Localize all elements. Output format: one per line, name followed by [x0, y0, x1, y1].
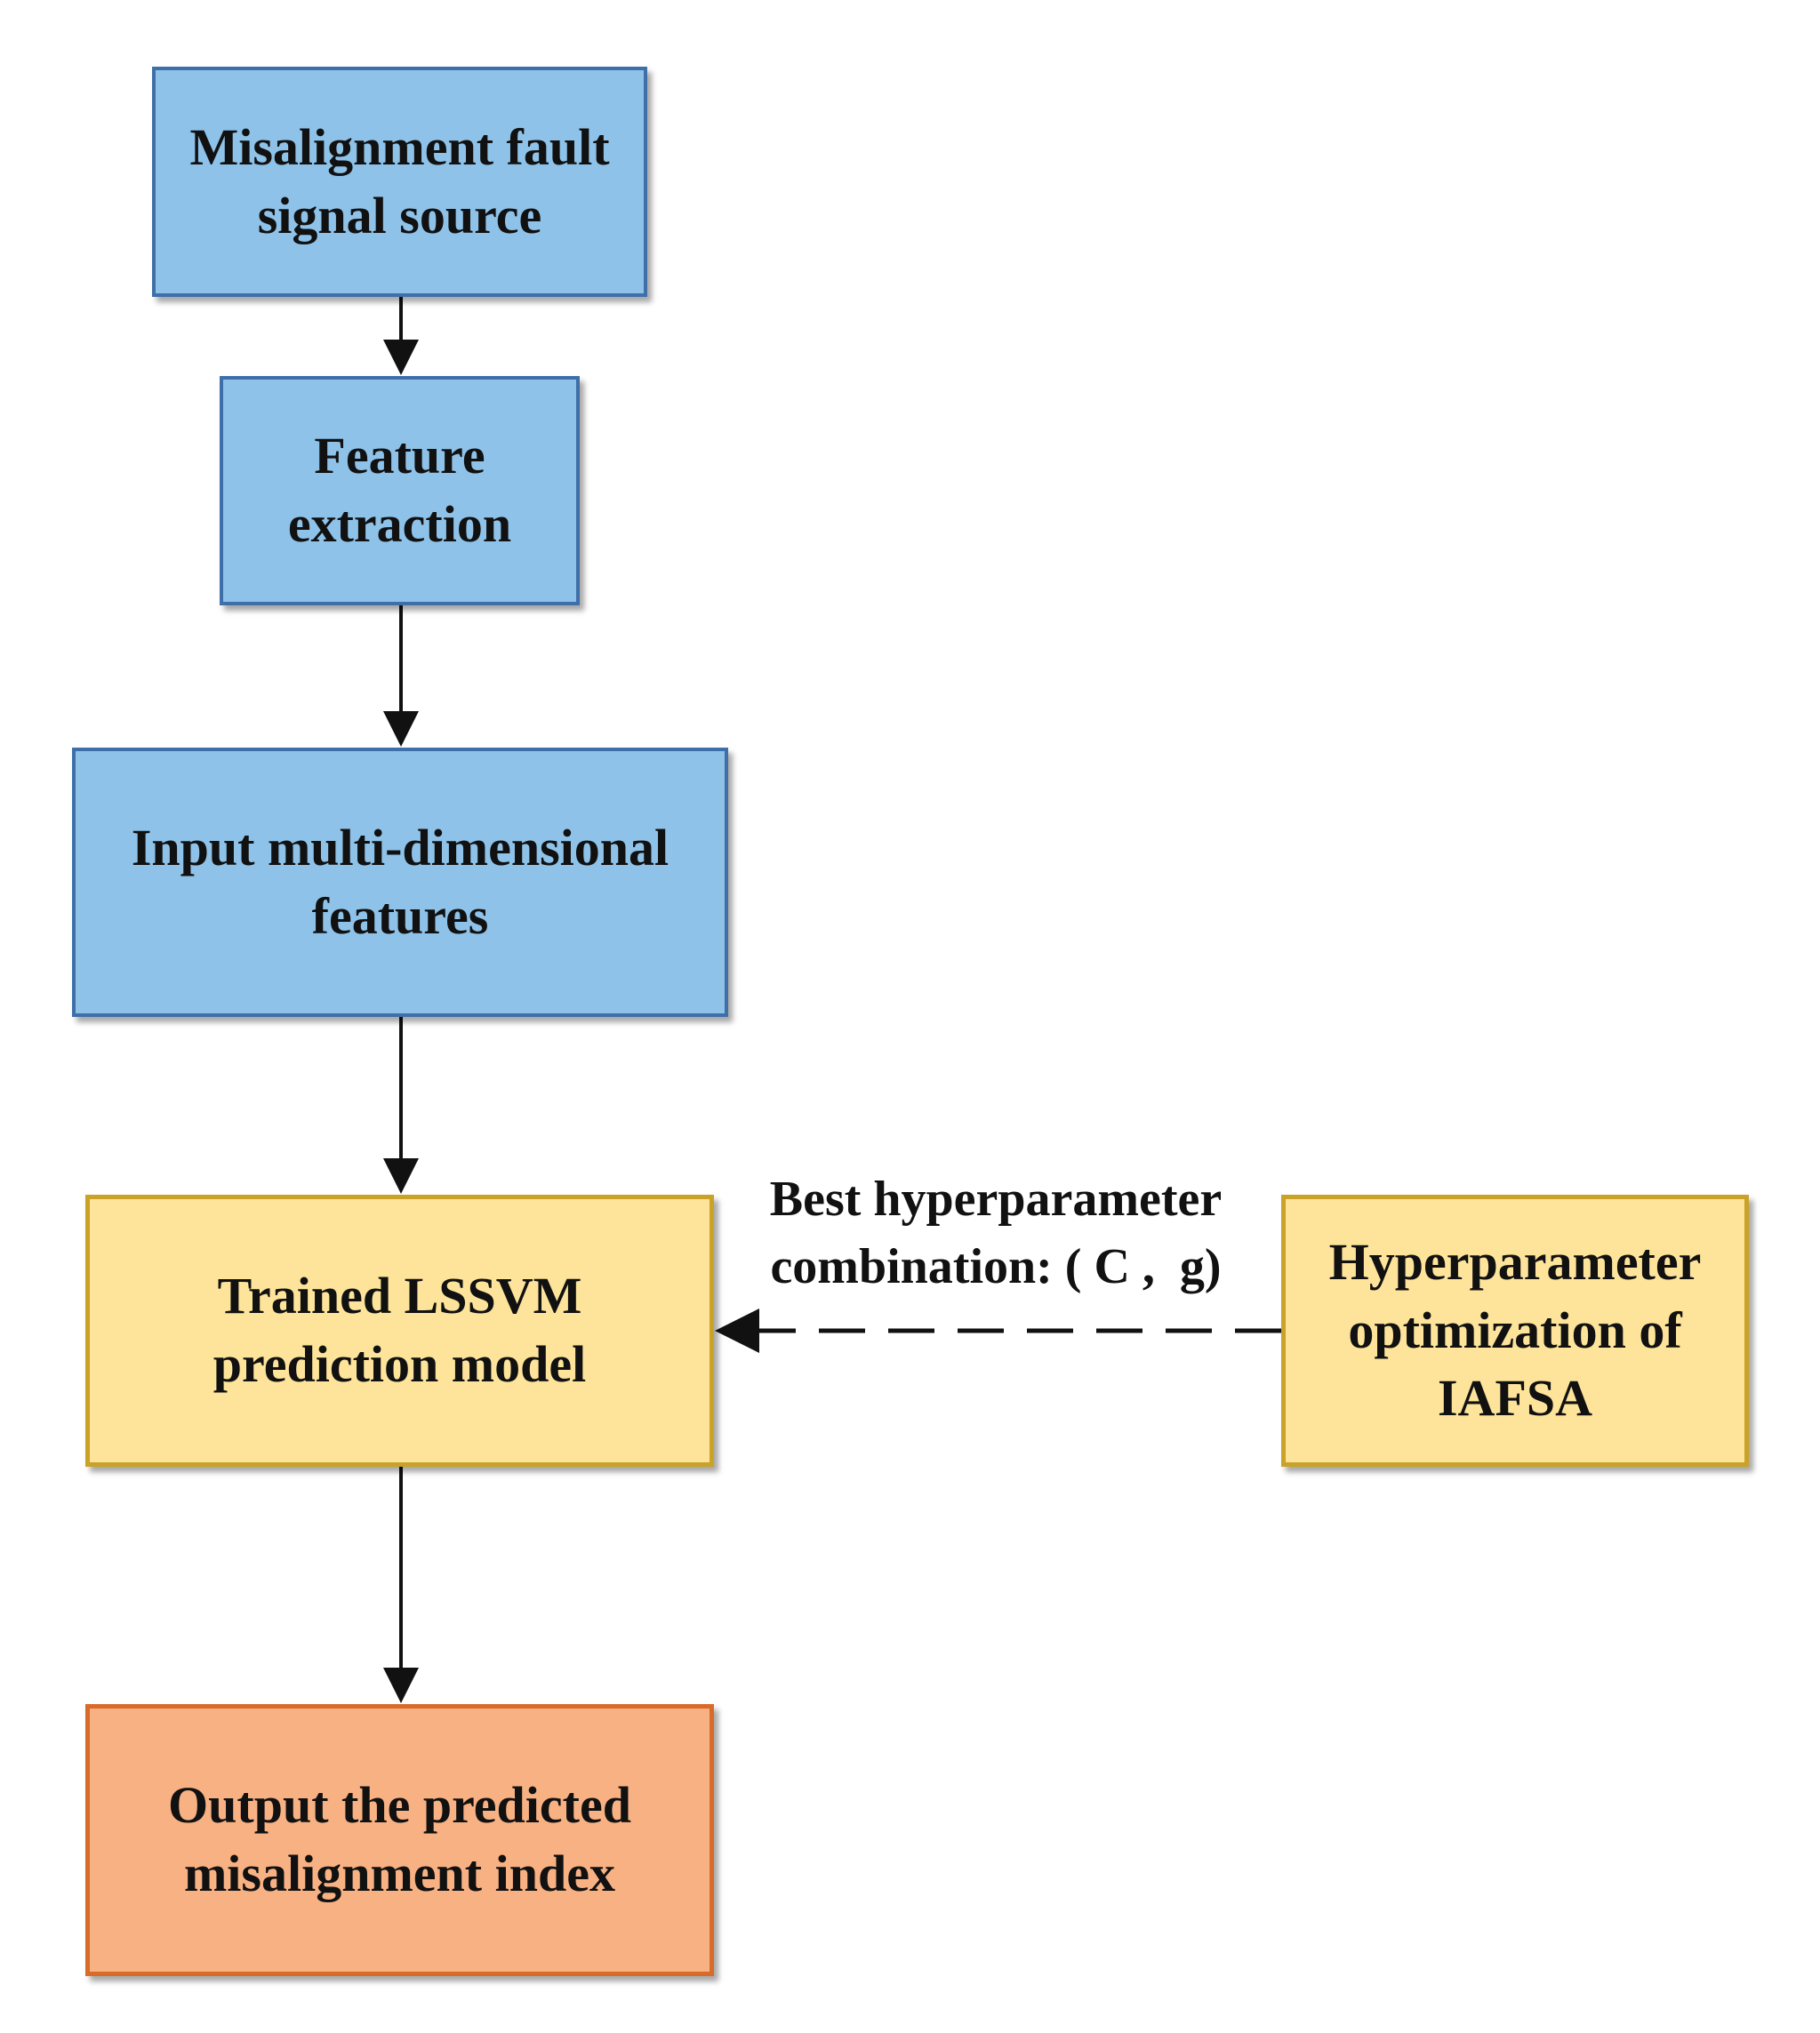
iafsa-line2: optimization of — [1348, 1301, 1682, 1359]
feature-extraction-box: Feature extraction — [220, 376, 580, 605]
output-line2: misalignment index — [183, 1845, 615, 1902]
hyperparameter-edge-label: Best hyperparameter combination: ( C , g… — [711, 1166, 1280, 1301]
input-features-line2: features — [311, 886, 489, 945]
output-line1: Output the predicted — [168, 1776, 631, 1835]
signal-source-line2: signal source — [257, 186, 542, 244]
iafsa-optimization-box: Hyperparameter optimization of IAFSA — [1281, 1195, 1749, 1467]
input-features-line1: Input multi-dimensional — [131, 818, 669, 876]
lssvm-model-box: Trained LSSVM prediction model — [85, 1195, 714, 1467]
input-features-box: Input multi-dimensional features — [72, 748, 728, 1017]
signal-source-line1: Misalignment fault — [189, 117, 610, 176]
lssvm-model-line2: prediction model — [212, 1335, 587, 1393]
edge-label-line1: Best hyperparameter — [769, 1172, 1223, 1227]
iafsa-line1: Hyperparameter — [1328, 1233, 1702, 1292]
signal-source-box: Misalignment fault signal source — [152, 67, 647, 297]
feature-extraction-line1: Feature — [314, 427, 485, 485]
iafsa-line3: IAFSA — [1437, 1369, 1593, 1428]
feature-extraction-line2: extraction — [287, 495, 512, 553]
output-index-box: Output the predicted misalignment index — [85, 1704, 714, 1976]
edge-label-line2: combination: ( C , g) — [770, 1238, 1222, 1294]
lssvm-model-line1: Trained LSSVM — [217, 1267, 582, 1325]
